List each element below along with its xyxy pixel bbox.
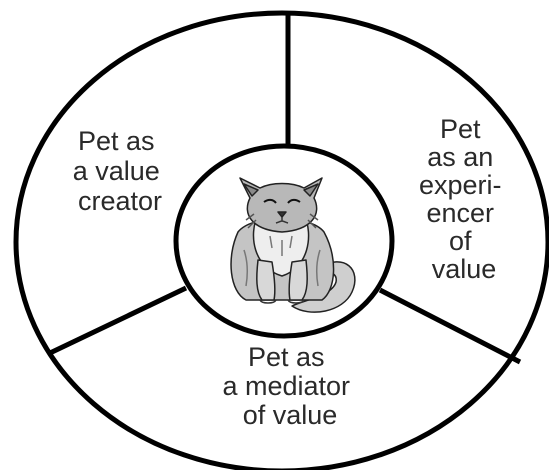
label-experiencer-line-6: value — [432, 254, 497, 284]
label-experiencer-line-2: as an — [427, 142, 493, 172]
label-mediator-line-1: Pet as — [248, 342, 325, 372]
label-experiencer-line-4: encer — [426, 198, 494, 228]
label-value-creator: Pet as a value creator — [73, 126, 168, 216]
label-value-creator-line-2: a value — [73, 156, 160, 186]
label-experiencer-line-1: Pet — [440, 114, 481, 144]
label-mediator-line-3: of value — [243, 400, 338, 430]
label-value-creator-line-3: creator — [78, 186, 162, 216]
label-value-creator-line-1: Pet as — [78, 126, 155, 156]
label-experiencer-line-3: experi- — [419, 170, 502, 200]
label-mediator-line-2: a mediator — [222, 371, 350, 401]
label-experiencer-line-5: of — [449, 226, 472, 256]
